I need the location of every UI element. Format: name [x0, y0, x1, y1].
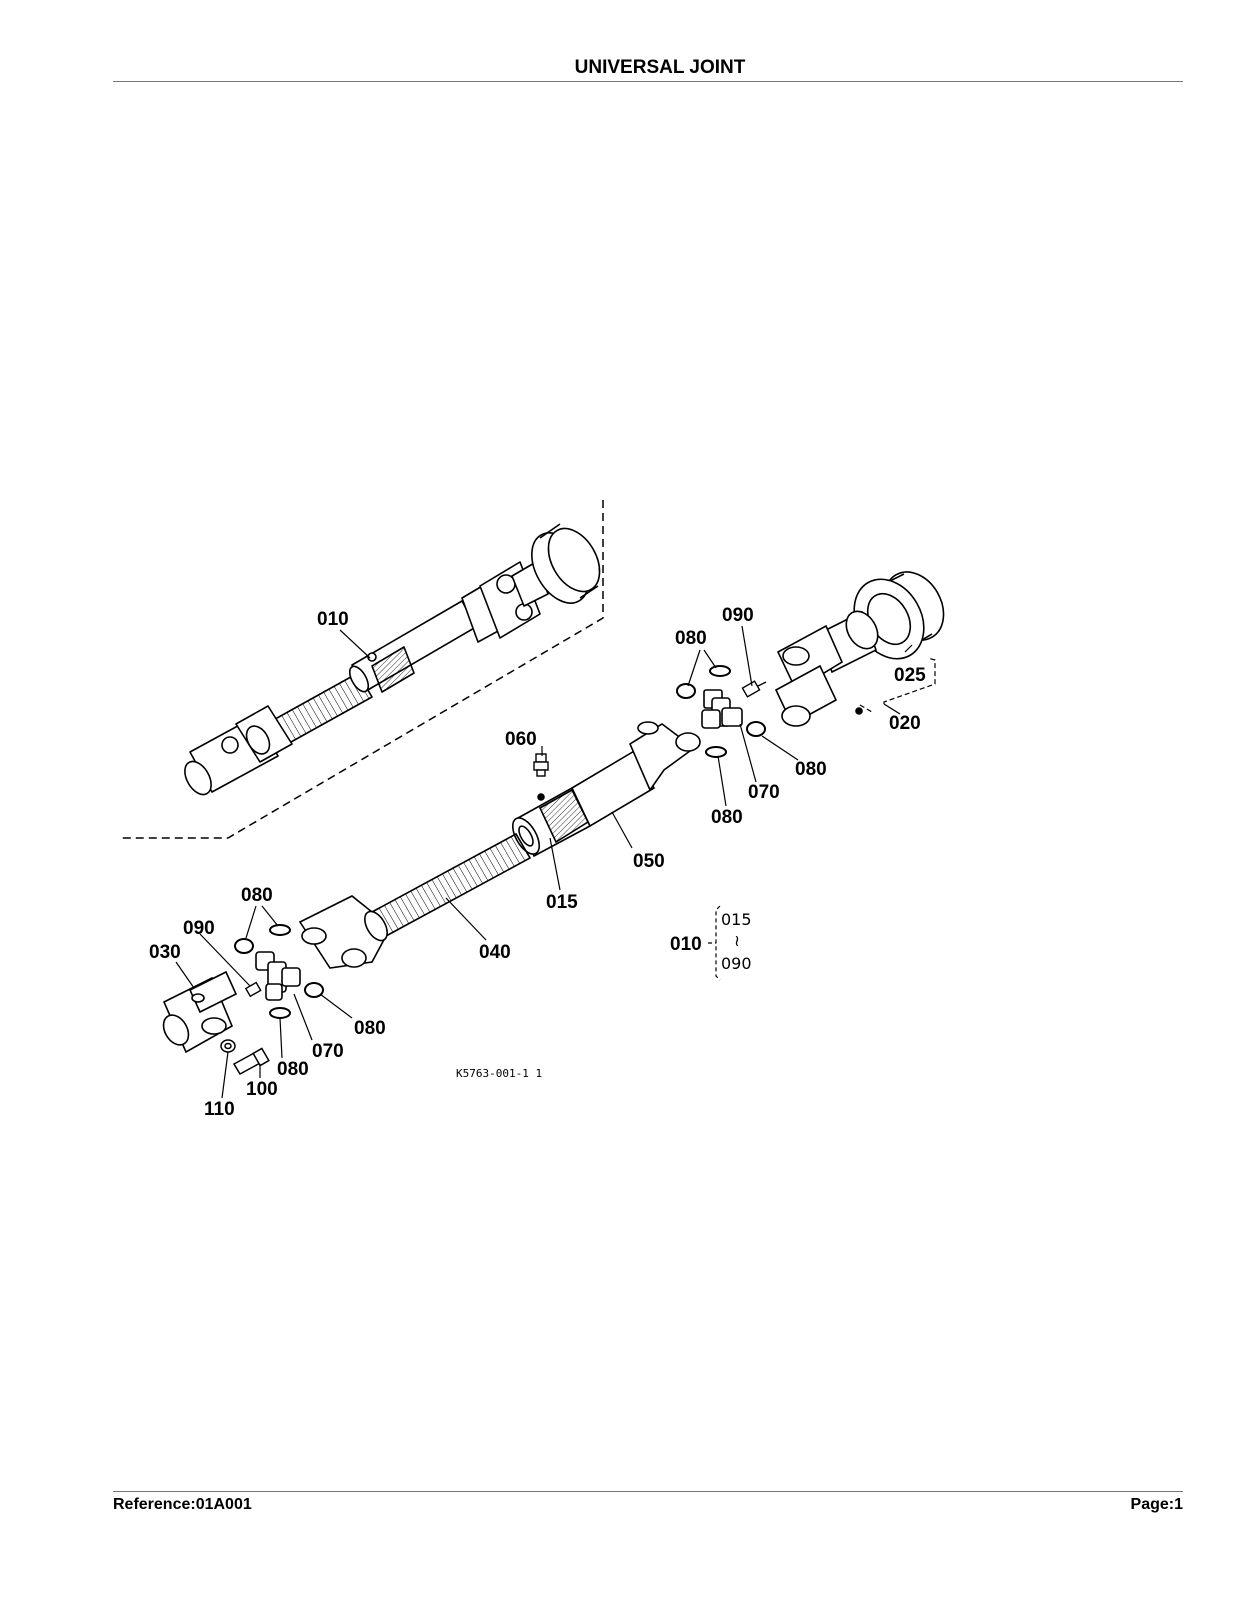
callout-100: 100: [246, 1079, 278, 1100]
callout-080: 080: [354, 1018, 386, 1039]
leader-lines: [175, 625, 936, 1099]
footer-reference: Reference:01A001: [113, 1496, 252, 1513]
assembly-legend: 010 015 ≀ 090: [670, 905, 752, 981]
legend-to-label: 090: [721, 954, 752, 973]
yoke-030-illustration: [162, 970, 238, 1054]
callout-010: 010: [317, 609, 349, 630]
callout-020: 020: [889, 713, 921, 734]
page-title: UNIVERSAL JOINT: [574, 57, 746, 78]
yoke-020-illustration: [774, 610, 879, 727]
callout-080: 080: [241, 885, 273, 906]
spider-070-right-illustration: [701, 689, 743, 729]
callout-090: 090: [722, 605, 754, 626]
callout-070: 070: [312, 1041, 344, 1062]
legend-from-label: 015: [721, 910, 752, 929]
snap-rings-080-left-illustration: [234, 924, 324, 1019]
callout-080: 080: [277, 1059, 309, 1080]
splined-shaft-040-illustration: [298, 832, 532, 969]
callout-030: 030: [149, 942, 181, 963]
callout-080: 080: [711, 807, 743, 828]
callout-050: 050: [633, 851, 665, 872]
legend-parent-label: 010: [670, 934, 702, 955]
footer-page-number: Page:1: [1130, 1496, 1183, 1513]
callout-080: 080: [795, 759, 827, 780]
legend-tilde: ≀: [734, 931, 740, 950]
bolt-100-nut-110-illustration: [220, 1039, 270, 1076]
assembled-shaft-illustration: [122, 500, 604, 839]
callout-080: 080: [675, 628, 707, 649]
header-rule: [113, 81, 1183, 82]
callout-060: 060: [505, 729, 537, 750]
callout-090: 090: [183, 918, 215, 939]
grease-fitting-060-illustration: [533, 753, 549, 777]
fitting-090-right-illustration: [741, 680, 767, 698]
footer-rule: [113, 1491, 1183, 1492]
fitting-090-left-illustration: [244, 981, 262, 998]
callout-040: 040: [479, 942, 511, 963]
callout-025: 025: [894, 665, 926, 686]
callout-015: 015: [546, 892, 578, 913]
callout-110: 110: [204, 1099, 235, 1120]
snap-rings-080-right-illustration: [676, 665, 766, 758]
spider-070-left-illustration: [255, 951, 301, 1001]
sleeve-015-tube-050-illustration: [511, 721, 701, 858]
figure-reference-code: K5763-001-1 1: [456, 1067, 542, 1080]
callout-labels: 010 090 080 025 020 060 080 070 080 050 …: [149, 605, 926, 1120]
callout-070: 070: [748, 782, 780, 803]
